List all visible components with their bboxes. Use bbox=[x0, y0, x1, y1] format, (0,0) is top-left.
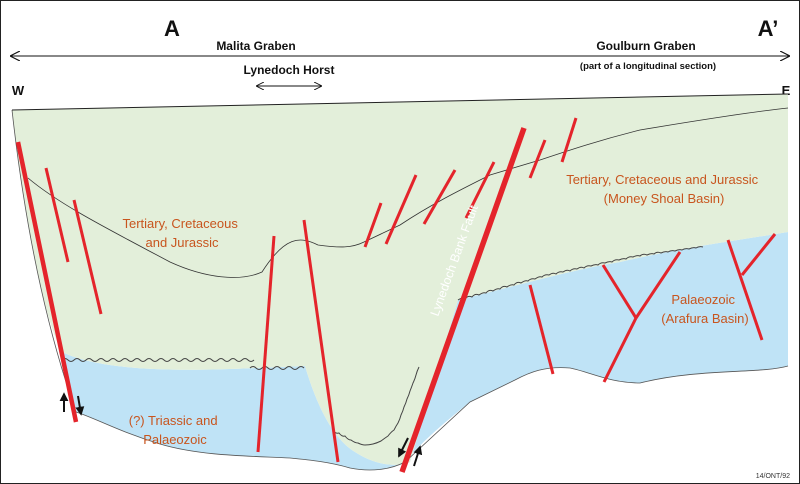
unit-label-right-lower-line-1: Palaeozoic bbox=[671, 292, 735, 307]
horst-east-fault bbox=[302, 219, 340, 463]
unit-label-left-upper-line-1: Tertiary, Cretaceous bbox=[123, 216, 239, 231]
east-label: E bbox=[782, 83, 791, 98]
unit-label-left-upper: Tertiary, Cretaceous and Jurassic bbox=[123, 216, 242, 250]
unconformity-line-horst bbox=[249, 366, 305, 370]
figure-reference: 14/ONT/92 bbox=[756, 473, 790, 480]
fault-arafura-3-branch bbox=[740, 233, 777, 276]
sea-floor-line bbox=[11, 93, 789, 111]
unit-label-right-upper: Tertiary, Cretaceous and Jurassic (Money… bbox=[566, 172, 762, 206]
fault-up-arrow-right bbox=[413, 445, 423, 467]
goulburn-graben-label: Goulburn Graben bbox=[596, 39, 695, 53]
section-end-a-prime: A’ bbox=[758, 16, 779, 41]
horst-west-fault bbox=[256, 235, 276, 453]
malita-graben-label: Malita Graben bbox=[216, 39, 295, 53]
upper-sedimentary-layer bbox=[12, 94, 788, 465]
fault-west-1 bbox=[44, 167, 70, 263]
unit-label-left-upper-line-2: and Jurassic bbox=[146, 235, 219, 250]
palaeozoic-basement-layer bbox=[62, 232, 788, 470]
fault-arafura-2a bbox=[601, 264, 638, 319]
unconformity-line-left bbox=[61, 358, 255, 362]
unit-label-left-lower: (?) Triassic and Palaeozoic bbox=[129, 413, 222, 447]
fault-arafura-1 bbox=[528, 284, 555, 375]
unit-label-left-lower-line-1: (?) Triassic and bbox=[129, 413, 218, 428]
unconformity-line-right bbox=[457, 246, 704, 301]
internal-horizon bbox=[27, 107, 789, 278]
goulburn-note: (part of a longitudinal section) bbox=[580, 61, 716, 72]
fault-group bbox=[15, 117, 777, 473]
unit-label-right-upper-line-1: Tertiary, Cretaceous and Jurassic bbox=[566, 172, 758, 187]
fault-graben-2 bbox=[384, 174, 418, 245]
unit-label-right-upper-line-2: (Money Shoal Basin) bbox=[604, 191, 725, 206]
western-boundary-fault bbox=[15, 141, 79, 423]
unconformity-line-graben bbox=[332, 366, 420, 446]
unit-label-right-lower: Palaeozoic (Arafura Basin) bbox=[661, 292, 748, 326]
fault-graben-3 bbox=[422, 169, 457, 225]
fault-graben-1 bbox=[363, 202, 383, 248]
west-label: W bbox=[12, 83, 25, 98]
fault-down-arrow-right bbox=[398, 437, 409, 458]
section-end-a: A bbox=[164, 16, 180, 41]
fault-graben-4 bbox=[464, 161, 496, 219]
fault-arafura-2c bbox=[602, 317, 638, 383]
fault-west-2 bbox=[72, 199, 103, 315]
fault-arafura-3 bbox=[726, 239, 764, 341]
fault-arafura-2b bbox=[634, 251, 682, 319]
fault-shoal-2 bbox=[560, 117, 578, 163]
lynedoch-horst-label: Lynedoch Horst bbox=[244, 63, 335, 77]
unit-label-left-lower-line-2: Palaeozoic bbox=[143, 432, 207, 447]
lynedoch-bank-fault bbox=[399, 127, 527, 473]
unit-label-right-lower-line-2: (Arafura Basin) bbox=[661, 311, 748, 326]
fault-down-arrow-left bbox=[75, 395, 85, 416]
fault-shoal-1 bbox=[528, 139, 547, 179]
